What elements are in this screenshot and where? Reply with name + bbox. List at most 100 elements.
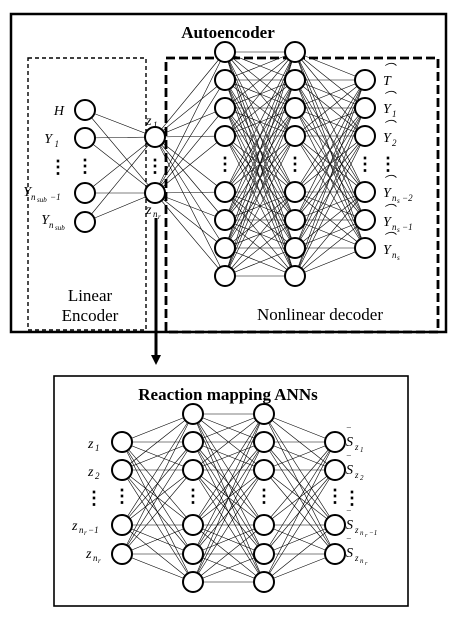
svg-text:S: S bbox=[346, 435, 353, 450]
rm-neuron bbox=[253, 431, 275, 453]
ae-neuron bbox=[284, 237, 306, 259]
rm-connection bbox=[263, 524, 336, 583]
svg-text:z: z bbox=[145, 203, 152, 218]
svg-text:s: s bbox=[397, 197, 400, 205]
rm-connection bbox=[121, 553, 194, 583]
svg-text:Y: Y bbox=[44, 132, 54, 147]
output-ellipsis: ⋮ bbox=[379, 154, 397, 174]
reaction-input-ellipsis: ⋮ bbox=[85, 488, 103, 508]
ae-neuron bbox=[214, 41, 236, 63]
ae-connection bbox=[154, 192, 226, 277]
reaction-input-znr: z n r bbox=[85, 547, 101, 565]
ae-neuron bbox=[74, 127, 96, 149]
ae-connection bbox=[154, 191, 226, 194]
latent-label-znr: z n r bbox=[145, 203, 161, 221]
ae-neuron bbox=[284, 41, 306, 63]
svg-text:‾: ‾ bbox=[346, 427, 351, 439]
rm-connection bbox=[263, 469, 336, 583]
ae-connection bbox=[294, 219, 366, 277]
svg-text:Y: Y bbox=[23, 185, 33, 200]
reaction-output-sznr: S ‾ z n r bbox=[346, 538, 368, 567]
autoencoder-title: Autoencoder bbox=[181, 23, 275, 42]
svg-text:n: n bbox=[360, 529, 364, 537]
rm-neuron bbox=[182, 431, 204, 453]
input-ellipsis: ⋮ bbox=[49, 157, 67, 177]
svg-text:r: r bbox=[98, 557, 101, 565]
rm-connection bbox=[121, 413, 194, 555]
ae-connection bbox=[224, 51, 296, 109]
svg-text:Y: Y bbox=[383, 102, 393, 117]
svg-text:1: 1 bbox=[55, 139, 60, 149]
rm-neuron bbox=[253, 514, 275, 536]
reaction-output-sz2: S ‾ z 2 bbox=[346, 455, 364, 482]
rm-connection bbox=[192, 441, 265, 471]
ae-neuron bbox=[354, 181, 376, 203]
ae-connection bbox=[224, 51, 296, 277]
reaction-title: Reaction mapping ANNs bbox=[138, 385, 318, 404]
svg-text:−2: −2 bbox=[402, 193, 413, 203]
ae-neuron bbox=[214, 69, 236, 91]
ae-connection bbox=[84, 137, 156, 194]
reaction-output-sznr-1: S ‾ z n r −1 bbox=[346, 510, 377, 539]
ae-connection bbox=[154, 51, 226, 194]
autoencoder-neurons: ⋮⋮⋮⋮⋮ bbox=[74, 41, 376, 287]
rm-connection bbox=[192, 413, 265, 471]
ae-connection bbox=[224, 107, 296, 277]
reaction-neurons: ⋮⋮⋮⋮ bbox=[111, 403, 346, 593]
rm-neuron bbox=[253, 403, 275, 425]
ae-connection bbox=[224, 51, 296, 137]
rm-connection bbox=[192, 413, 265, 583]
output-label-y-ns-hat: Y ⌒ n s bbox=[383, 231, 400, 262]
ae-connection bbox=[84, 136, 156, 139]
ae-neuron bbox=[214, 97, 236, 119]
ae-connection bbox=[294, 135, 366, 277]
rm-neuron bbox=[111, 431, 133, 453]
svg-text:n: n bbox=[31, 192, 36, 202]
svg-text:‾: ‾ bbox=[346, 538, 351, 550]
rm-connection bbox=[121, 469, 194, 555]
svg-text:z: z bbox=[87, 465, 94, 480]
svg-text:Y: Y bbox=[383, 131, 393, 146]
rm-connection bbox=[263, 553, 336, 583]
svg-text:⌒: ⌒ bbox=[383, 174, 397, 188]
ae-connection bbox=[224, 79, 296, 277]
svg-text:Y: Y bbox=[383, 186, 393, 201]
ae-neuron bbox=[354, 69, 376, 91]
rm-connection bbox=[192, 413, 265, 555]
svg-text:n: n bbox=[392, 250, 397, 260]
ae-connection bbox=[84, 136, 156, 194]
ae-neuron bbox=[74, 99, 96, 121]
input-label-y-nsub: Y n sub bbox=[41, 213, 65, 232]
rm-connection bbox=[263, 524, 336, 555]
linear-encoder-label-line2: Encoder bbox=[62, 306, 119, 325]
svg-text:n: n bbox=[79, 525, 84, 535]
svg-text:r: r bbox=[84, 529, 87, 537]
reaction-input-znr-1: z n r −1 bbox=[71, 519, 99, 537]
ae-neuron bbox=[144, 182, 166, 204]
ae-layer-ellipsis: ⋮ bbox=[76, 156, 94, 176]
ae-connection bbox=[154, 51, 226, 138]
svg-text:2: 2 bbox=[392, 138, 397, 148]
svg-text:r: r bbox=[158, 213, 161, 221]
svg-text:⌒: ⌒ bbox=[383, 231, 397, 245]
ae-connection bbox=[84, 136, 156, 223]
rm-connection bbox=[192, 524, 265, 555]
svg-text:n: n bbox=[392, 193, 397, 203]
svg-text:−1: −1 bbox=[50, 192, 61, 202]
svg-text:−1: −1 bbox=[402, 222, 413, 232]
ae-connection bbox=[294, 79, 366, 221]
nonlinear-decoder-label: Nonlinear decoder bbox=[257, 305, 383, 324]
rm-layer-ellipsis: ⋮ bbox=[113, 486, 131, 506]
ae-connection bbox=[154, 79, 226, 194]
reaction-input-z2: z 2 bbox=[87, 465, 100, 481]
svg-text:n: n bbox=[153, 209, 158, 219]
ae-neuron bbox=[214, 181, 236, 203]
rm-connection bbox=[121, 524, 194, 583]
rm-connection bbox=[121, 441, 194, 555]
rm-neuron bbox=[182, 403, 204, 425]
output-label-y2-hat: Y ⌒ 2 bbox=[383, 119, 397, 148]
svg-text:r: r bbox=[365, 533, 368, 539]
svg-text:T: T bbox=[383, 74, 392, 89]
reaction-output-sz1: S ‾ z 1 bbox=[346, 427, 364, 454]
rm-neuron bbox=[182, 459, 204, 481]
